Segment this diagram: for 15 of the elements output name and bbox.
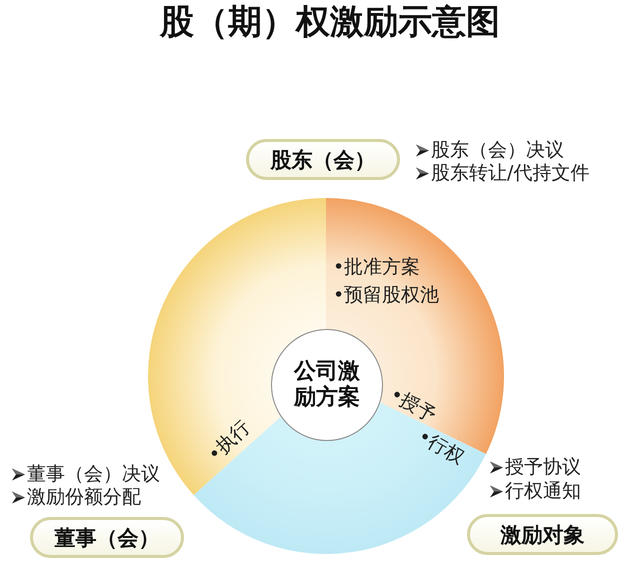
note-text: 股东（会）决议 bbox=[431, 139, 564, 161]
note-text: 激励份额分配 bbox=[27, 486, 141, 508]
bullet-text: •批准方案 bbox=[333, 256, 420, 278]
note-text: 股东转让/代持文件 bbox=[431, 162, 590, 184]
bullet-text: •预留股权池 bbox=[333, 284, 440, 306]
note-text: 授予协议 bbox=[505, 456, 581, 478]
role-pill: 股东（会） bbox=[246, 139, 400, 180]
bullet-text: •执行 bbox=[204, 416, 254, 466]
bullet-text: •授予 bbox=[386, 383, 440, 427]
title: 股（期）权激励示意图 bbox=[160, 3, 500, 41]
role-pill: 激励对象 bbox=[467, 514, 618, 555]
note-text: 行权通知 bbox=[505, 480, 581, 502]
role-pill: 董事（会） bbox=[30, 517, 184, 558]
bullet-text: •行权 bbox=[414, 425, 468, 469]
note-text: 董事（会）决议 bbox=[27, 463, 160, 485]
